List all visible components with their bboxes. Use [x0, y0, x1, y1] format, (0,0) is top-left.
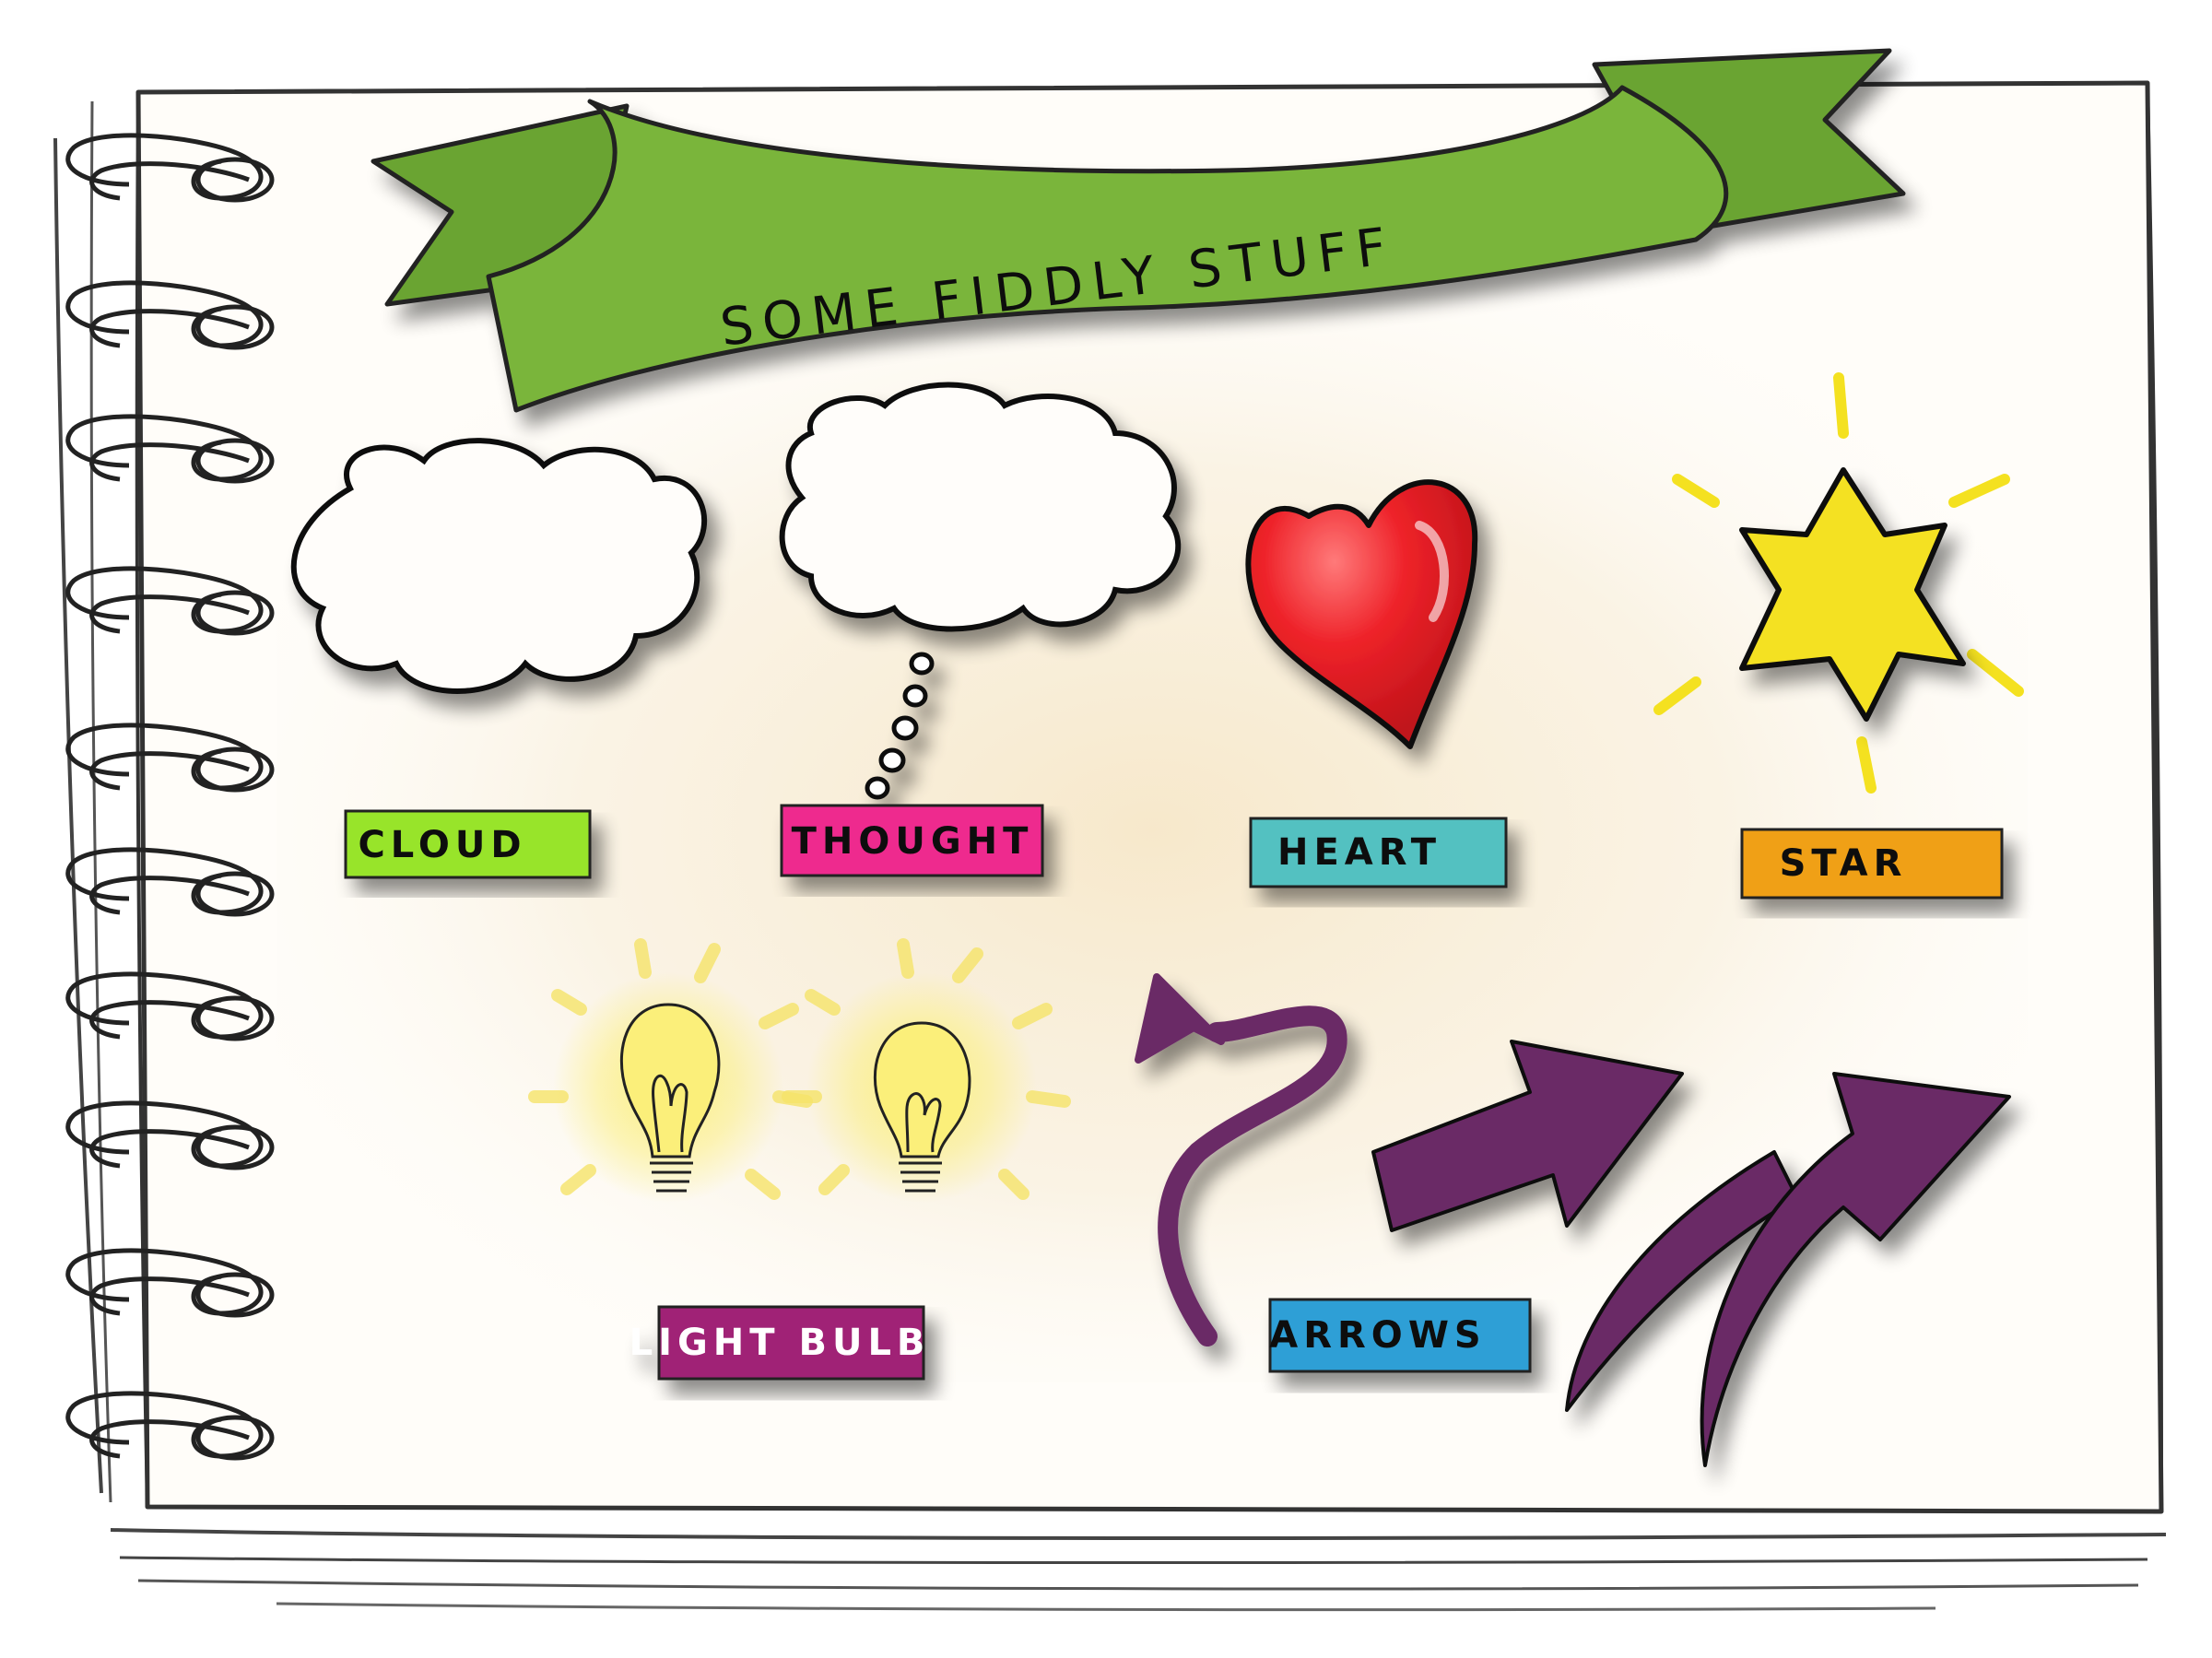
star-shape: [1653, 372, 2024, 794]
thought-label-text: THOUGHT: [792, 820, 1034, 863]
light-bulb-label: LIGHT BULB: [629, 1305, 931, 1381]
heart-shape: [1245, 479, 1478, 749]
thought-shape: [779, 382, 1182, 800]
arrows-label: ARROWS: [1268, 1298, 1532, 1373]
curvy-arrow: [1135, 973, 1347, 1346]
cloud-label-text: CLOUD: [358, 824, 526, 866]
thought-label: THOUGHT: [780, 804, 1044, 877]
cloud-label: CLOUD: [344, 809, 592, 879]
star-label: STAR: [1740, 828, 2004, 900]
spiral-binding: [68, 133, 275, 1458]
light-bulb-left: [528, 938, 813, 1203]
arrows-label-text: ARROWS: [1269, 1314, 1487, 1357]
cloud-shape: [290, 438, 708, 694]
star-label-text: STAR: [1780, 842, 1908, 885]
split-arrow: [1565, 1072, 2011, 1467]
block-arrow: [1371, 1040, 1684, 1232]
heart-label: HEART: [1249, 817, 1508, 888]
light-bulb-right: [782, 938, 1071, 1203]
light-bulb-label-text: LIGHT BULB: [629, 1322, 931, 1364]
heart-label-text: HEART: [1277, 831, 1441, 874]
